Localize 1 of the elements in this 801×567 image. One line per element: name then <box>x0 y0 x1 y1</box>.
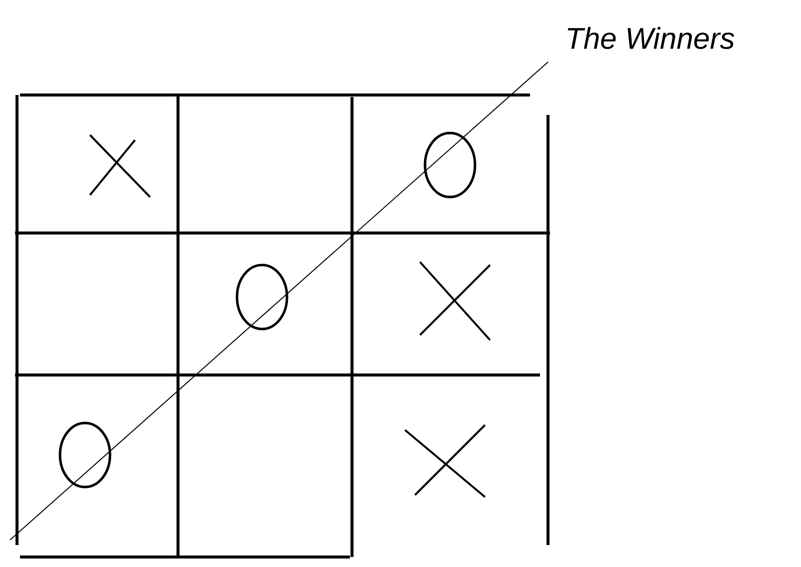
label: The Winners <box>568 26 734 50</box>
